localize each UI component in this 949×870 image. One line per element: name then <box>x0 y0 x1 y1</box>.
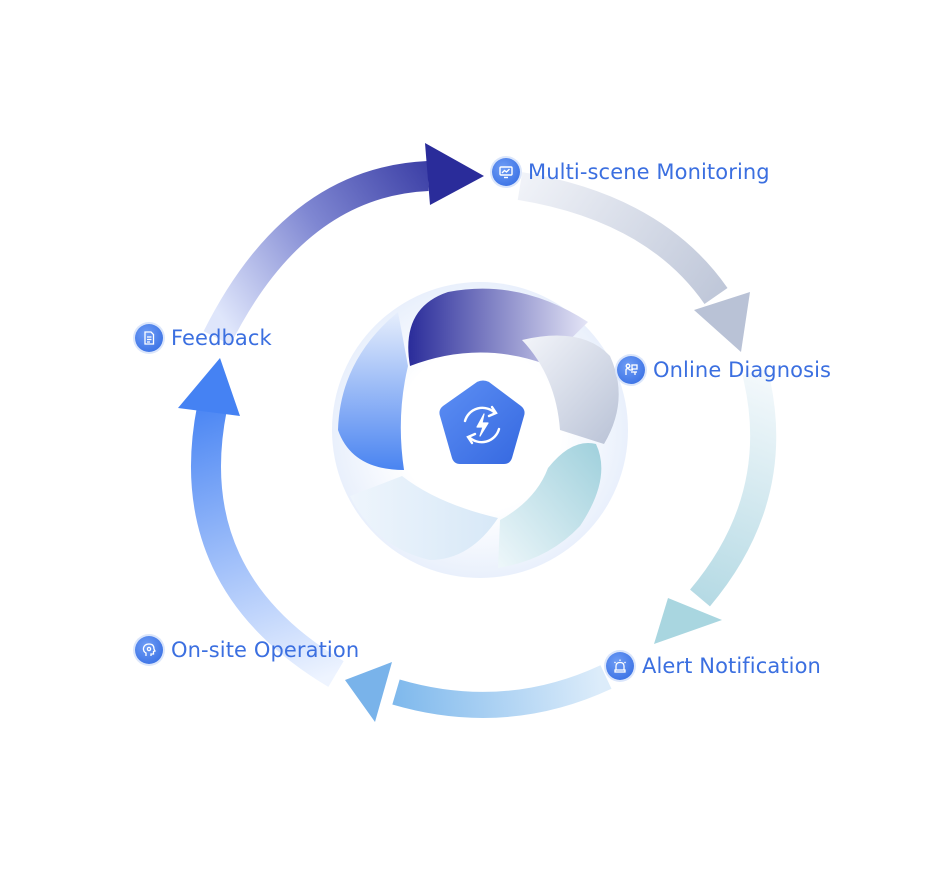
refresh-lightning-icon <box>463 405 501 445</box>
person-at-desk-icon <box>617 356 645 384</box>
step-operation-label: On-site Operation <box>171 638 360 662</box>
arrowhead-monitoring <box>425 143 484 205</box>
alarm-light-icon <box>606 652 634 680</box>
step-diagnosis: Online Diagnosis <box>617 356 831 384</box>
step-alert-label: Alert Notification <box>642 654 821 678</box>
step-monitoring: Multi-scene Monitoring <box>492 158 770 186</box>
document-icon <box>135 324 163 352</box>
arrow-diagnosis-to-alert <box>690 368 777 607</box>
arrowhead-alert <box>654 598 722 644</box>
arrow-alert-to-operation <box>392 665 612 718</box>
arrowhead-diagnosis <box>694 292 750 352</box>
arrow-operation-to-feedback <box>191 405 344 687</box>
arrowhead-feedback <box>178 358 240 416</box>
step-feedback-label: Feedback <box>171 326 272 350</box>
step-alert: Alert Notification <box>606 652 821 680</box>
center-blade-bottom <box>350 476 498 560</box>
arrowhead-operation <box>345 662 392 722</box>
step-diagnosis-label: Online Diagnosis <box>653 358 832 382</box>
monitor-chart-icon <box>492 158 520 186</box>
step-monitoring-label: Multi-scene Monitoring <box>528 160 770 184</box>
center-blade-left <box>338 312 408 470</box>
head-gear-icon <box>135 636 163 664</box>
step-operation: On-site Operation <box>135 636 359 664</box>
step-feedback: Feedback <box>135 324 272 352</box>
center-emblem <box>332 282 628 578</box>
cycle-arrows <box>178 143 777 722</box>
arrow-monitoring-to-diagnosis <box>517 172 728 305</box>
center-blade-right-low <box>498 443 602 568</box>
center-blade-right <box>522 335 619 444</box>
arrow-feedback-to-monitoring <box>203 161 429 345</box>
